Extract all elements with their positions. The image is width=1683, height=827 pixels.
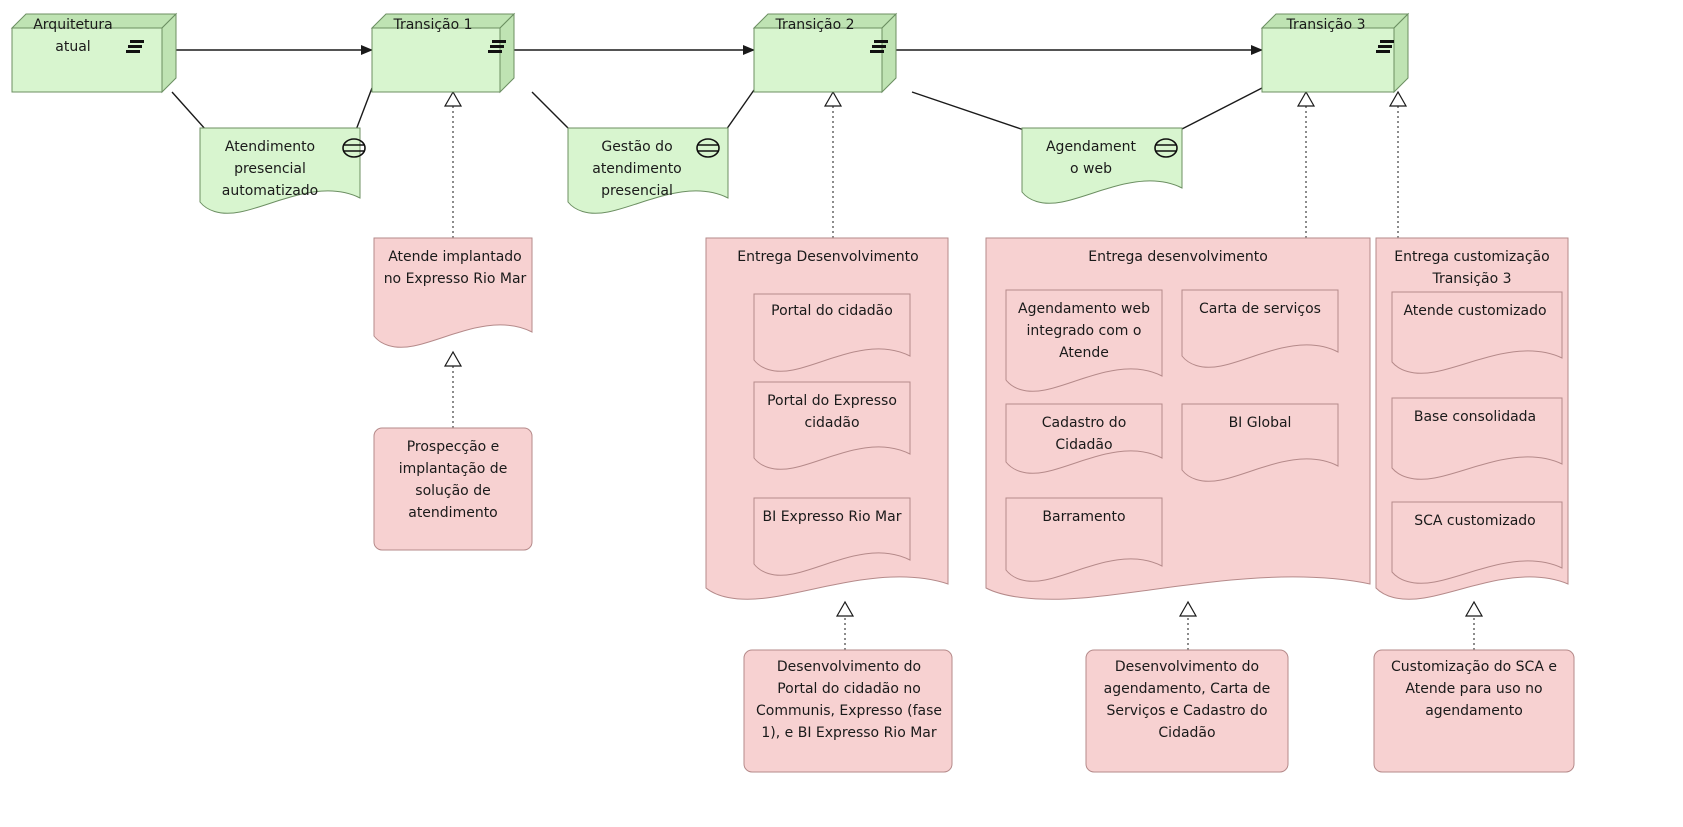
realization-custom-sca-to-entrega-custom bbox=[1464, 600, 1484, 650]
plateau-icon bbox=[126, 40, 144, 53]
association-gap-1-right bbox=[355, 87, 373, 131]
deliverable-bi-global bbox=[1181, 403, 1339, 482]
work-package-desenvolvimento-agendamento bbox=[1085, 649, 1289, 773]
work-package-customizacao-sca bbox=[1373, 649, 1575, 773]
association-gap-2-left bbox=[531, 91, 571, 131]
plateau-transicao-3 bbox=[1260, 12, 1410, 94]
nodes bbox=[10, 12, 1575, 773]
deliverable-atende-implantado bbox=[373, 237, 533, 348]
realization-entrega-custom-to-transicao-3 bbox=[1388, 90, 1408, 238]
deliverable-bi-expresso-rio-mar bbox=[753, 497, 911, 576]
triangle-arrowhead bbox=[1178, 600, 1198, 617]
triangle-arrowhead bbox=[1296, 90, 1316, 107]
plateau-icon bbox=[488, 40, 506, 53]
realization-entrega-2-to-transicao-3 bbox=[1296, 90, 1316, 238]
realization-entrega-1-to-transicao-2 bbox=[823, 90, 843, 238]
realization-atende-to-transicao-1 bbox=[443, 90, 463, 238]
work-package-desenvolvimento-portal bbox=[743, 649, 953, 773]
plateau-front-face bbox=[1261, 27, 1395, 93]
plateau-arquitetura-atual bbox=[10, 12, 178, 94]
deliverable-barramento bbox=[1005, 497, 1163, 582]
deliverable-cadastro-cidadao bbox=[1005, 403, 1163, 474]
realization-prospeccao-to-atende bbox=[443, 350, 463, 428]
connectors bbox=[162, 45, 1484, 650]
triangle-arrowhead bbox=[443, 350, 463, 367]
triangle-arrowhead bbox=[1464, 600, 1484, 617]
deliverable-atende-customizado bbox=[1391, 291, 1563, 374]
deliverable-portal-expresso-cidadao bbox=[753, 381, 911, 470]
association-gap-3-right bbox=[1179, 87, 1263, 131]
deliverable-agendamento-web-integrado bbox=[1005, 289, 1163, 392]
gap-icon bbox=[696, 138, 720, 158]
gap-icon bbox=[342, 138, 366, 158]
plateau-top-face bbox=[752, 13, 898, 29]
plateau-front-face bbox=[11, 27, 163, 93]
association-gap-3-left bbox=[911, 91, 1025, 131]
plateau-top-face bbox=[1260, 13, 1410, 29]
association-gap-2-right bbox=[725, 89, 755, 131]
plateau-icon bbox=[870, 40, 888, 53]
plateau-transicao-2 bbox=[752, 12, 898, 94]
association-gap-1-left bbox=[171, 91, 207, 131]
deliverable-gap-atendimento-presencial bbox=[199, 127, 361, 214]
gap-icon bbox=[1154, 138, 1178, 158]
deliverable-gap-agendamento-web bbox=[1021, 127, 1183, 204]
deliverable-portal-cidadao bbox=[753, 293, 911, 372]
deliverable-carta-servicos bbox=[1181, 289, 1339, 368]
plateau-side-face bbox=[1393, 12, 1409, 94]
plateau-side-face bbox=[161, 12, 177, 94]
work-package-prospeccao bbox=[373, 427, 533, 551]
deliverable-base-consolidada bbox=[1391, 397, 1563, 480]
realization-dev-agendamento-to-entrega-2 bbox=[1178, 600, 1198, 650]
plateau-side-face bbox=[499, 12, 515, 94]
plateau-side-face bbox=[881, 12, 897, 94]
deliverable-gap-gestao-atendimento bbox=[567, 127, 729, 214]
realization-dev-portal-to-entrega-1 bbox=[835, 600, 855, 650]
triangle-arrowhead bbox=[823, 90, 843, 107]
triangle-arrowhead bbox=[1388, 90, 1408, 107]
plateau-transicao-1 bbox=[370, 12, 516, 94]
plateau-front-face bbox=[371, 27, 501, 93]
deliverable-sca-customizado bbox=[1391, 501, 1563, 584]
plateau-front-face bbox=[753, 27, 883, 93]
plateau-top-face bbox=[10, 13, 178, 29]
triangle-arrowhead bbox=[443, 90, 463, 107]
plateau-icon bbox=[1376, 40, 1394, 53]
plateau-top-face bbox=[370, 13, 516, 29]
triangle-arrowhead bbox=[835, 600, 855, 617]
